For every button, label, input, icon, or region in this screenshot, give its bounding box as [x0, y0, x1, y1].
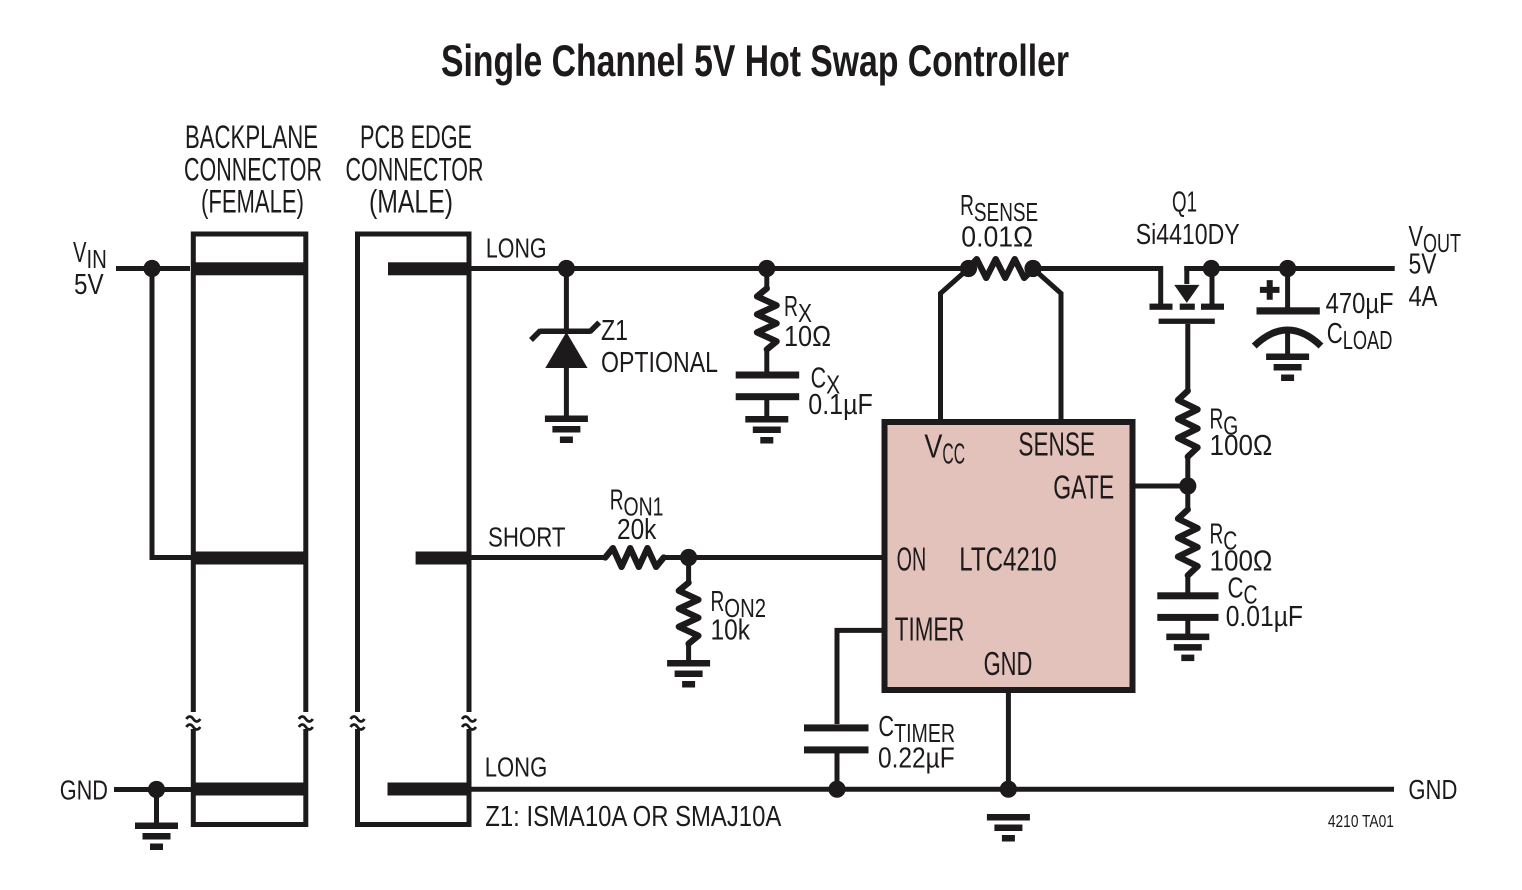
svg-text:RX: RX: [784, 291, 812, 328]
svg-text:Si4410DY: Si4410DY: [1136, 219, 1240, 251]
svg-text:LTC4210: LTC4210: [959, 541, 1056, 578]
svg-text:4A: 4A: [1409, 281, 1439, 313]
svg-text:RG: RG: [1210, 404, 1239, 441]
svg-text:CX: CX: [811, 363, 841, 400]
svg-text:10k: 10k: [711, 615, 751, 647]
svg-text:PCB EDGE: PCB EDGE: [360, 119, 472, 155]
svg-text:ON: ON: [897, 541, 927, 578]
svg-text:Z1: Z1: [601, 315, 628, 347]
svg-text:100Ω: 100Ω: [1210, 430, 1273, 462]
svg-text:LONG: LONG: [485, 751, 548, 782]
svg-text:CONNECTOR: CONNECTOR: [346, 152, 484, 188]
svg-text:RON2: RON2: [711, 586, 767, 623]
svg-text:CC: CC: [1228, 573, 1258, 610]
svg-text:10Ω: 10Ω: [784, 321, 831, 353]
svg-text:0.22µF: 0.22µF: [878, 743, 955, 775]
svg-text:Single Channel 5V Hot Swap Con: Single Channel 5V Hot Swap Controller: [441, 37, 1069, 86]
svg-text:Z1: ISMA10A OR SMAJ10A: Z1: ISMA10A OR SMAJ10A: [485, 801, 782, 833]
svg-text:SHORT: SHORT: [488, 522, 566, 553]
svg-text:GND: GND: [1408, 774, 1457, 805]
svg-text:CONNECTOR: CONNECTOR: [184, 152, 322, 188]
svg-text:VCC: VCC: [924, 428, 965, 471]
svg-text:SENSE: SENSE: [1018, 426, 1095, 463]
svg-text:CTIMER: CTIMER: [878, 711, 955, 748]
svg-text:LONG: LONG: [486, 232, 547, 263]
svg-text:5V: 5V: [1409, 249, 1438, 281]
svg-text:BACKPLANE: BACKPLANE: [185, 119, 318, 155]
svg-text:GND: GND: [60, 774, 108, 805]
svg-text:0.1µF: 0.1µF: [808, 389, 873, 421]
svg-text:100Ω: 100Ω: [1210, 546, 1273, 578]
svg-text:RSENSE: RSENSE: [960, 190, 1038, 227]
svg-text:CLOAD: CLOAD: [1327, 318, 1393, 355]
svg-text:GND: GND: [984, 645, 1033, 682]
svg-text:0.01µF: 0.01µF: [1226, 601, 1303, 633]
svg-text:VOUT: VOUT: [1409, 221, 1462, 258]
svg-text:4210 TA01: 4210 TA01: [1328, 811, 1394, 831]
svg-text:RON1: RON1: [610, 485, 664, 522]
svg-text:RC: RC: [1210, 519, 1238, 556]
svg-text:VIN: VIN: [73, 237, 107, 274]
svg-text:TIMER: TIMER: [895, 610, 965, 647]
svg-text:470µF: 470µF: [1326, 288, 1394, 320]
svg-text:OPTIONAL: OPTIONAL: [601, 347, 718, 379]
svg-text:5V: 5V: [74, 269, 104, 301]
svg-text:0.01Ω: 0.01Ω: [961, 221, 1033, 253]
svg-text:Q1: Q1: [1172, 187, 1197, 219]
svg-text:(MALE): (MALE): [369, 184, 453, 220]
svg-text:GATE: GATE: [1053, 469, 1114, 506]
svg-text:20k: 20k: [617, 514, 657, 546]
svg-text:(FEMALE): (FEMALE): [201, 184, 304, 220]
